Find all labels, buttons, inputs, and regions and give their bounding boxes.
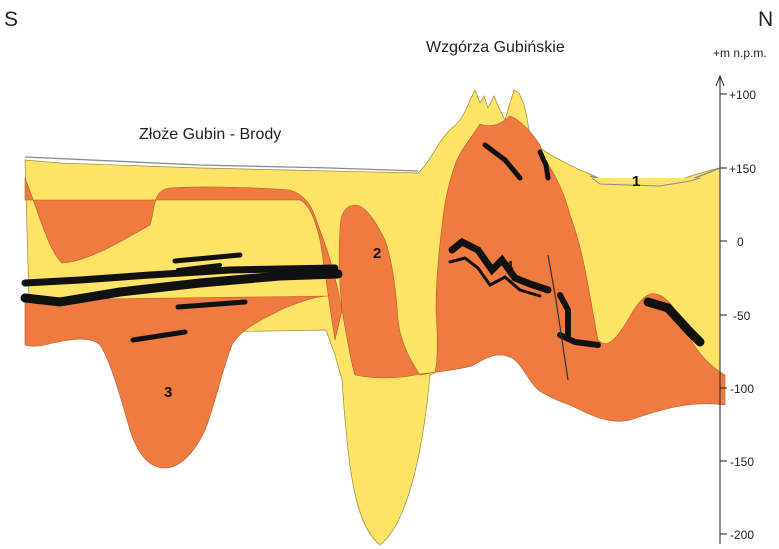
tick-label: -50 [733, 309, 751, 323]
unit-number-3: 3 [164, 384, 172, 401]
hills-label: Wzgórza Gubińskie [426, 39, 565, 56]
tick-label: -200 [730, 528, 754, 542]
north-label: N [758, 8, 773, 31]
unit-number-1: 1 [632, 173, 640, 190]
tick-label: 0 [737, 235, 744, 249]
south-label: S [4, 8, 18, 31]
unit-number-2: 2 [373, 245, 381, 262]
deposit-label: Złoże Gubin - Brody [139, 126, 281, 143]
tick-label: -100 [730, 382, 754, 396]
unit-number-4: 4 [505, 258, 514, 275]
tick-label: -150 [730, 455, 754, 469]
axis-unit-label: +m n.p.m. [713, 46, 767, 60]
tick-label: +150 [729, 162, 756, 176]
tick-label: +100 [729, 88, 756, 102]
